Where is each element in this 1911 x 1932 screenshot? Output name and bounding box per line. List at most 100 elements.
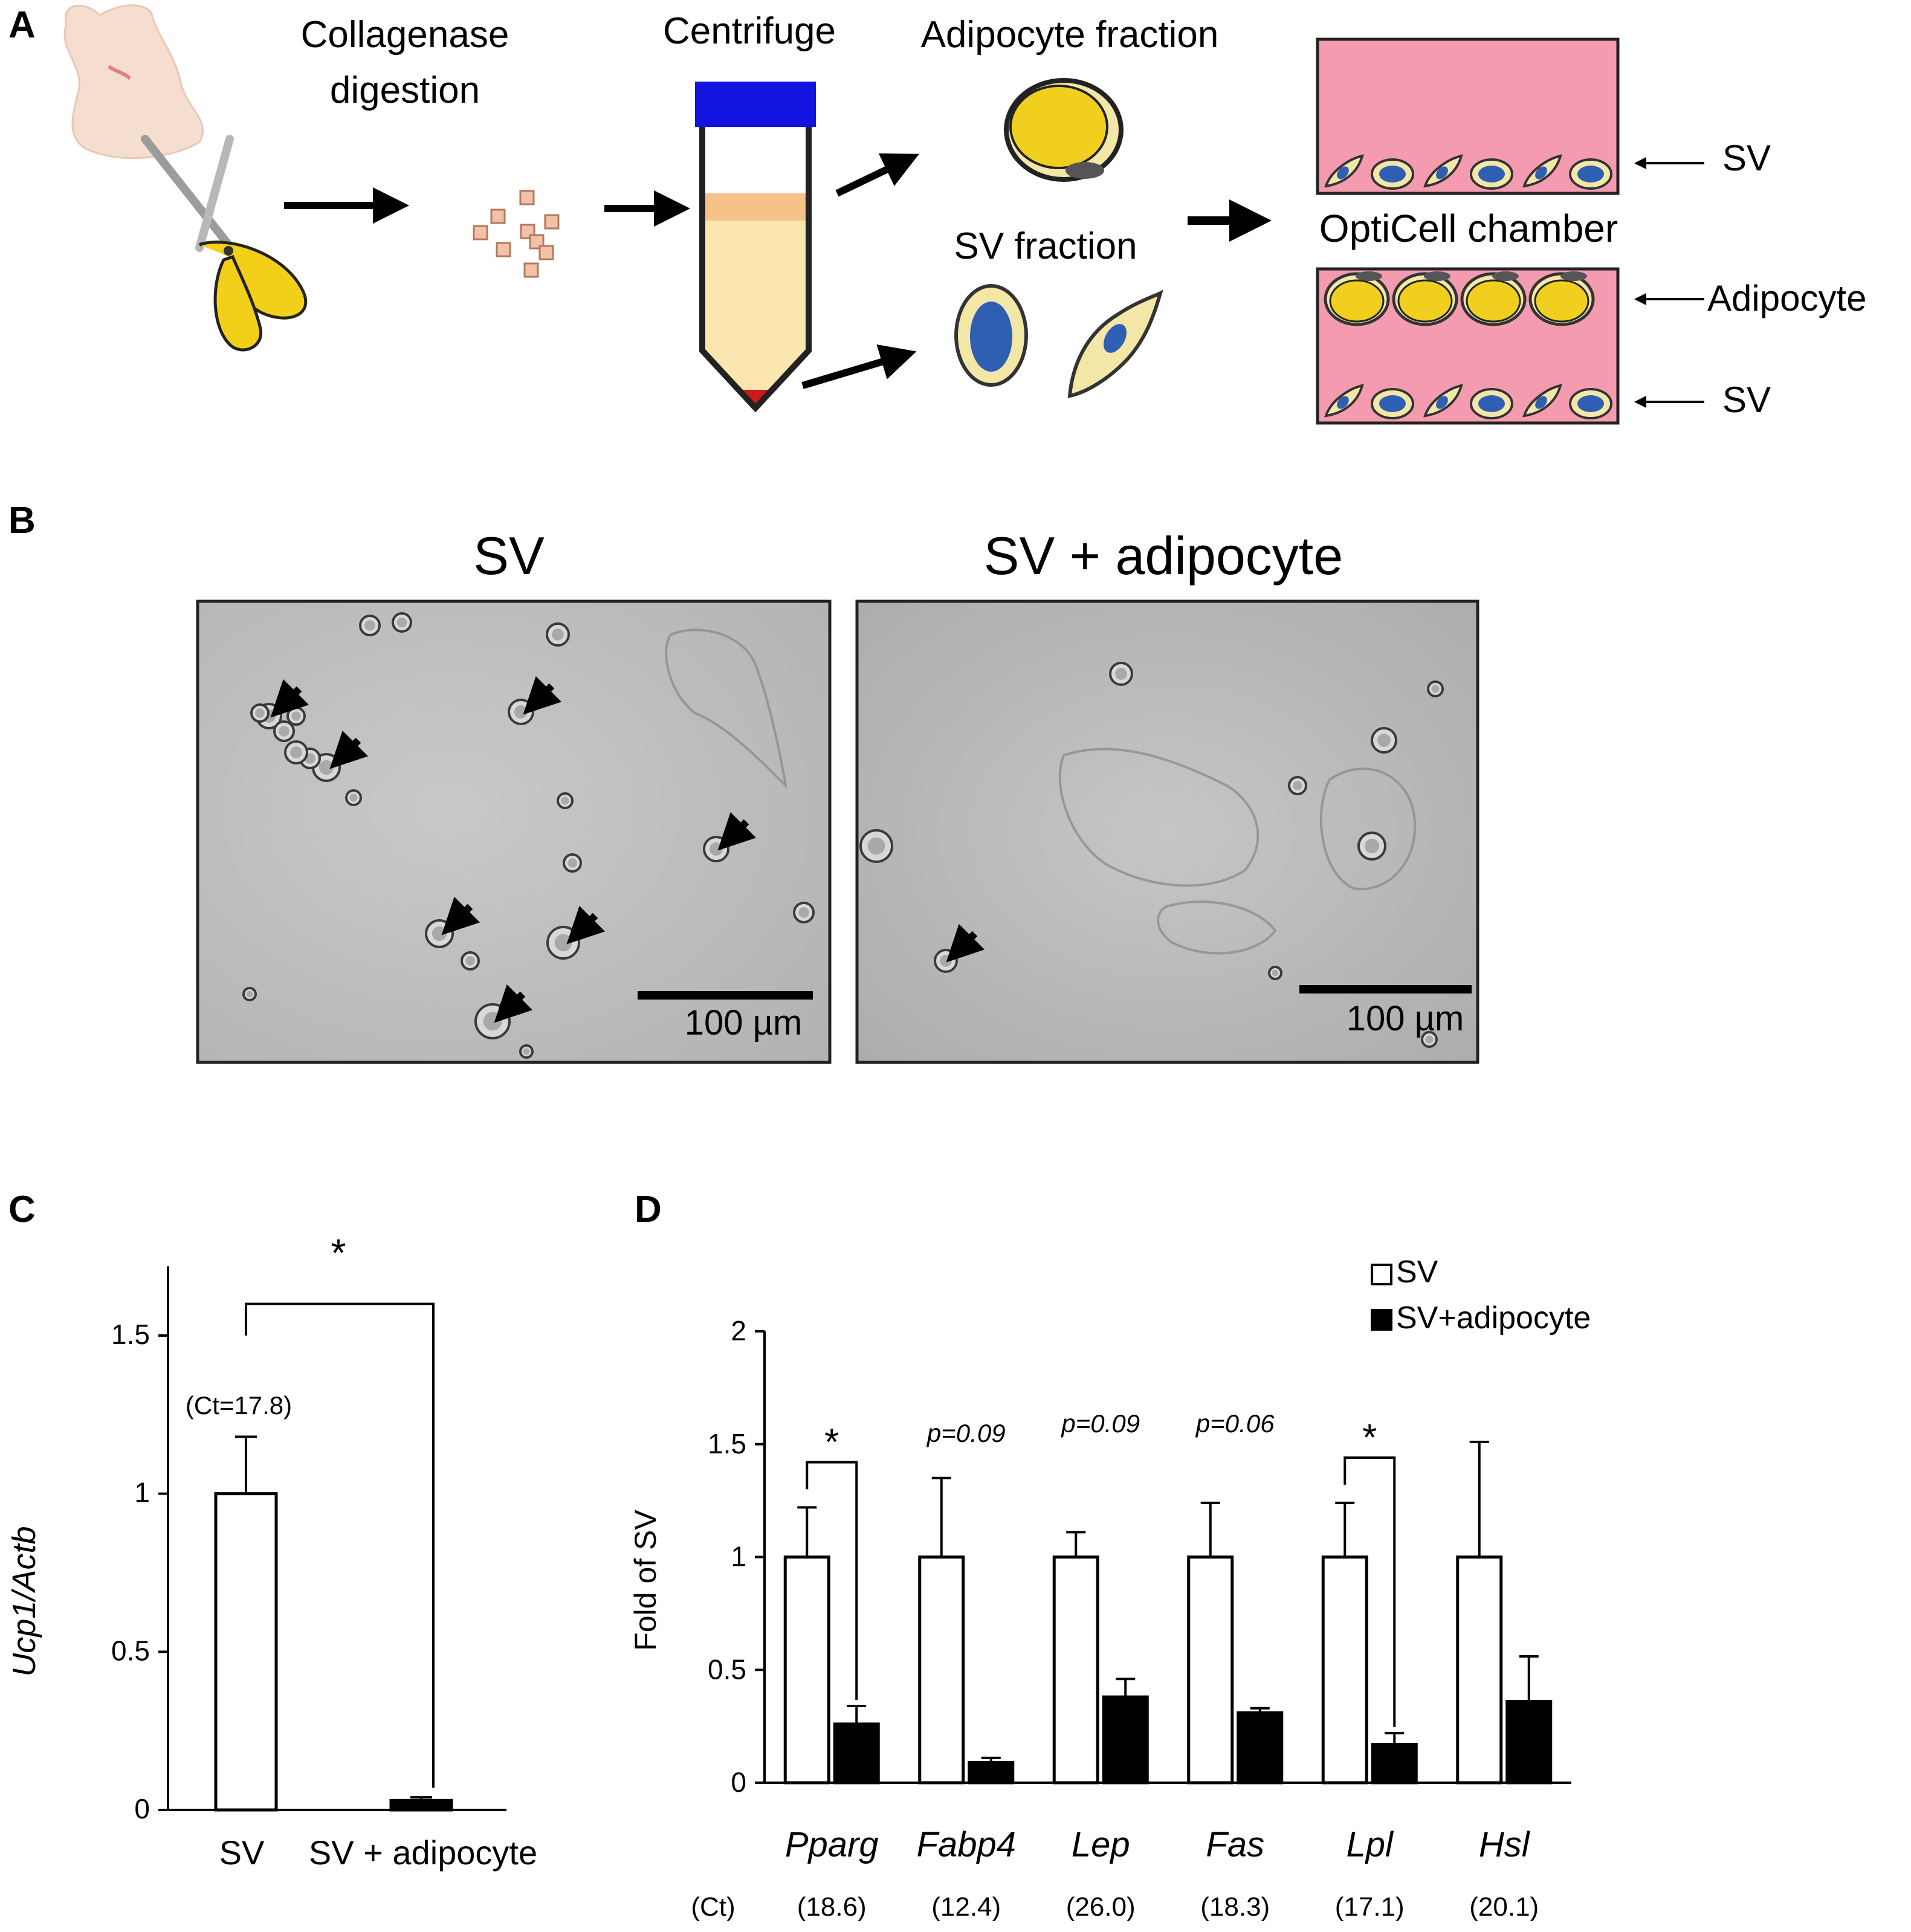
chamber-label-sv-top: SV [1722,138,1771,178]
spread-cell-image [1157,900,1277,955]
cell-core-image [523,1048,530,1055]
ct-annotation: (Ct=17.8) [186,1391,292,1420]
x-tick-label: Lep [1072,1825,1130,1864]
significance-marker: * [331,1231,346,1275]
sv-fraction-label: SV fraction [954,225,1137,267]
lipid-droplet-icon [1534,279,1589,323]
lipid-droplet-icon [1397,279,1453,323]
bar-sv [1321,1556,1368,1785]
nucleus-icon [1436,396,1448,409]
bar-sv [214,1492,278,1812]
cell-core-image [318,760,334,775]
bar-sv [1456,1556,1503,1785]
lipid-droplet-icon [1329,279,1385,323]
cell-core-image [710,842,723,856]
pointer-arrow-icon [329,730,369,769]
panel-d: D Fold of SV SV SV+adipocyte (Ct) 00.511… [629,1189,1591,1922]
cell-core-image [279,726,289,737]
ct-value: (18.6) [797,1892,867,1922]
legend-label-sv-adipocyte: SV+adipocyte [1396,1300,1591,1336]
spread-cell-image [665,628,787,789]
pointer-arrow-icon [946,923,985,963]
bar-sv-adipocyte [968,1760,1015,1785]
opticell-chamber-upper [1316,37,1620,195]
nucleus-icon [1478,395,1505,412]
adipocyte-fraction-label: Adipocyte fraction [921,14,1219,56]
cell-core-image [291,711,301,721]
pointer-arrow-icon [270,679,309,718]
bar-sv-adipocyte [1102,1695,1149,1785]
bar-sv-adipocyte [389,1798,453,1812]
cell-core-image [867,837,885,855]
cell-core-image [1115,668,1127,680]
centrifuge-tube-icon [695,82,816,413]
bar-sv [918,1556,965,1785]
chamber-label-adipocyte: Adipocyte [1707,278,1867,318]
arrow-icon [835,153,919,197]
bar-sv-adipocyte [833,1722,880,1785]
bar-sv-adipocyte [1237,1711,1284,1785]
nucleus-icon [1424,271,1450,281]
nucleus-icon [1356,271,1382,281]
bar-sv [1052,1556,1099,1785]
nucleus-icon [1436,166,1448,179]
nucleus-icon [1535,166,1547,179]
nucleus-icon [1337,166,1349,179]
legend-swatch-sv [1371,1264,1392,1285]
spread-cell-image [1058,748,1259,887]
y-tick-label: 0.5 [708,1653,746,1685]
ct-value: (18.3) [1200,1892,1270,1922]
p-value-annotation: p=0.09 [1060,1409,1140,1438]
panel-a: A Collagenase digestion [8,4,1867,425]
chamber-label-sv-bottom: SV [1722,380,1771,420]
y-tick-label: 0.5 [111,1635,150,1666]
y-tick-label: 0 [731,1766,746,1798]
collagenase-label: Collagenase [301,14,509,56]
cell-core-image [1377,734,1391,747]
pointer-arrow-icon [523,676,562,715]
cell-core-image [255,708,265,718]
sv-cell-spindle-icon [1067,289,1163,398]
significance-marker: * [824,1422,839,1464]
scale-bar-label: 100 µm [685,1003,803,1042]
y-tick-label: 1 [731,1541,746,1572]
ct-value: (12.4) [931,1892,1001,1922]
nucleus-icon [1478,166,1505,183]
cell-core-image [1431,685,1440,693]
bar-sv-adipocyte [1371,1743,1418,1785]
ct-row-label: (Ct) [691,1892,735,1922]
bar-sv [1187,1556,1234,1785]
ct-value: (17.1) [1335,1892,1405,1922]
adipose-tissue-image [63,4,204,160]
nucleus-icon [1577,166,1604,183]
pointer-arrow-icon [441,896,480,935]
x-tick-label: Fas [1206,1825,1264,1864]
x-tick-label: SV [219,1833,265,1872]
scale-bar-label: 100 µm [1347,999,1464,1038]
nucleus-icon [1492,271,1519,281]
y-tick-label: 2 [731,1315,746,1346]
ct-value: (26.0) [1066,1892,1136,1922]
cell-core-image [465,956,475,966]
micrograph-sv: 100 µm [196,599,832,1064]
p-value-annotation: p=0.09 [926,1419,1006,1447]
cell-core-image [246,990,253,998]
significance-bracket [245,1302,435,1788]
pointer-arrow-icon [566,905,606,945]
nucleus-icon [1535,396,1547,409]
y-tick-label: 1.5 [708,1428,746,1459]
y-tick-label: 0 [134,1793,150,1824]
cell-core-image [349,793,358,802]
cell-core-image [561,796,569,805]
significance-marker: * [1362,1417,1377,1459]
panel-c-y-axis-label: Ucp1/Actb [6,1526,42,1676]
cell-core-image [290,746,302,758]
scissors-icon [141,135,308,352]
nucleus-icon [1379,395,1406,412]
lipid-droplet-icon [1466,279,1521,323]
nucleus-icon [1337,396,1349,409]
significance-bracket [806,1461,858,1701]
micrograph-sv-title: SV [473,526,545,586]
